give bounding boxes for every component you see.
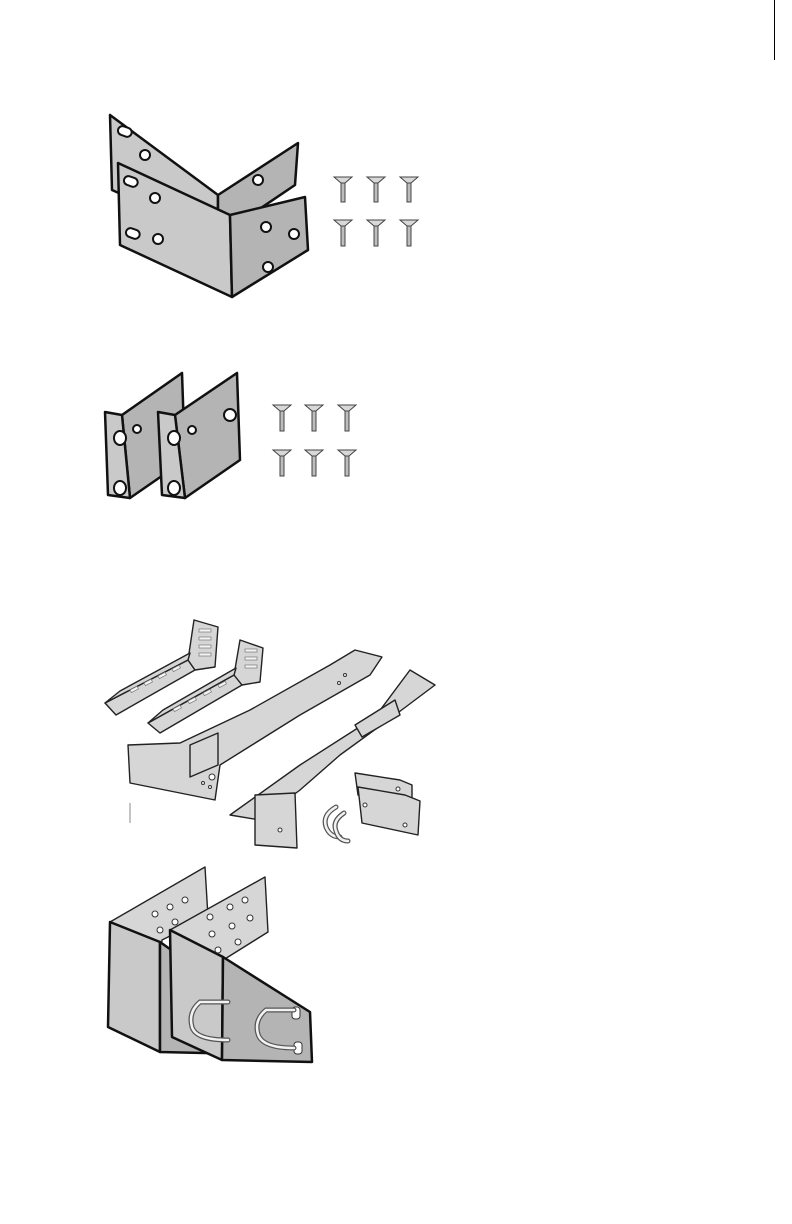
screw-icon bbox=[400, 177, 418, 202]
screws-group bbox=[334, 177, 418, 246]
screw-icon bbox=[338, 405, 356, 431]
end-plate bbox=[255, 793, 297, 848]
screw-icon bbox=[273, 450, 291, 476]
screw-icon bbox=[305, 450, 323, 476]
screw-icon bbox=[334, 220, 352, 246]
rack-bracket-short-illustration bbox=[100, 370, 370, 515]
small-plates bbox=[355, 773, 420, 835]
rack-bracket-large-illustration bbox=[100, 105, 430, 305]
figure-rail-kit bbox=[100, 615, 445, 855]
screw-icon bbox=[367, 177, 385, 202]
crop-mark bbox=[774, 0, 775, 60]
figure-rack-brackets-large bbox=[100, 105, 430, 305]
screw-icon bbox=[273, 405, 291, 431]
screw-icon bbox=[334, 177, 352, 202]
handle-bracket-illustration bbox=[100, 862, 330, 1067]
hooks bbox=[325, 807, 348, 841]
screw-icon bbox=[367, 220, 385, 246]
rail-kit-illustration bbox=[100, 615, 445, 855]
screws-group bbox=[273, 405, 356, 476]
screw-icon bbox=[400, 220, 418, 246]
figure-handle-brackets bbox=[100, 862, 330, 1067]
figure-rack-brackets-short bbox=[100, 370, 370, 515]
screw-icon bbox=[338, 450, 356, 476]
screw-icon bbox=[305, 405, 323, 431]
